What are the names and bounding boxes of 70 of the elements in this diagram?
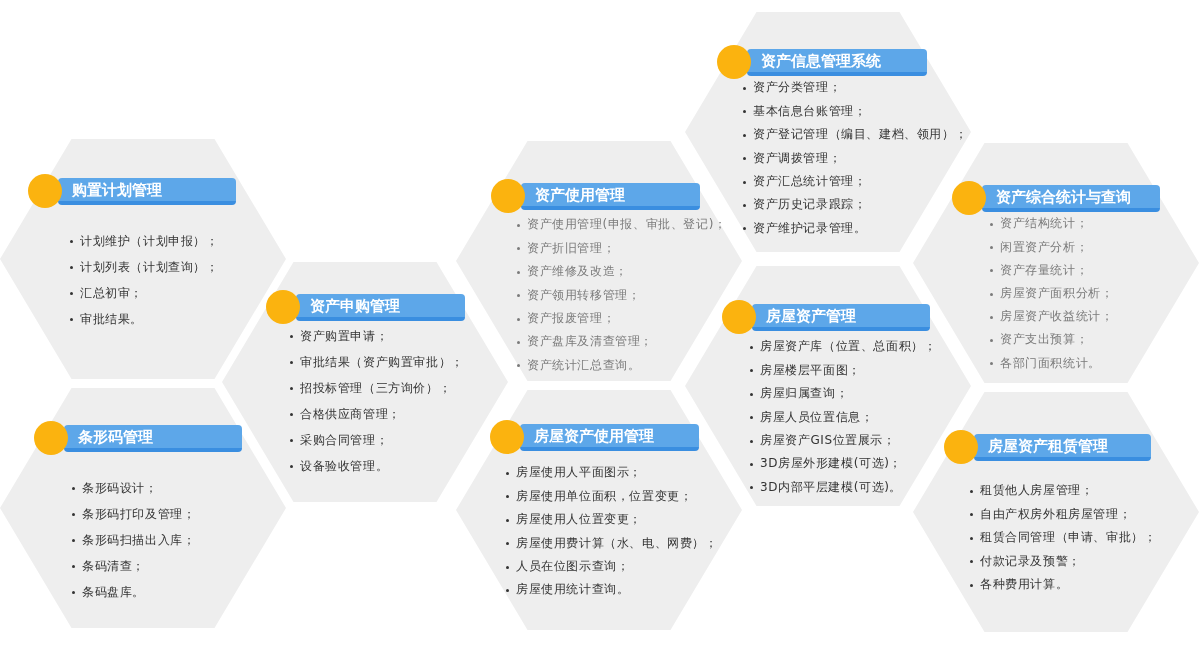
hexagon-panel: [0, 388, 286, 628]
list-item: 自由产权房外租房屋管理；: [968, 502, 1132, 527]
list-item: 资产使用管理(申报、审批、登记)；: [515, 213, 727, 237]
list-item: 房屋使用人位置变更；: [504, 508, 642, 532]
list-item: 房屋使用费计算（水、电、网费）；: [504, 531, 718, 555]
list-item: 房屋使用统计查询。: [504, 578, 630, 602]
list-item: 各部门面积统计。: [988, 351, 1101, 375]
list-item: 房屋使用人平面图示；: [504, 461, 642, 485]
list-item: 各种费用计算。: [968, 572, 1069, 597]
list-item: 基本信息台账管理；: [741, 99, 867, 124]
hexagon-panel: [0, 139, 286, 379]
list-item: 付款记录及预警；: [968, 549, 1081, 573]
title-banner: 房屋资产租赁管理: [974, 434, 1151, 461]
list-item: 条形码设计；: [70, 475, 158, 501]
title-banner: 资产信息管理系统: [747, 49, 927, 76]
list-item: 计划列表（计划查询）；: [68, 254, 219, 280]
list-item: 条码盘库。: [70, 579, 145, 605]
hexagon-panel: [222, 262, 508, 502]
list-item: 资产维护记录管理。: [741, 216, 867, 241]
list-item: 资产折旧管理；: [515, 236, 616, 261]
list-item: 资产登记管理（编目、建档、领用）；: [741, 123, 968, 147]
list-item: 资产结构统计；: [988, 212, 1089, 236]
hexagon-panel: [913, 392, 1199, 632]
list-item: 房屋人员位置信息；: [748, 405, 874, 429]
title-banner: 条形码管理: [64, 425, 242, 452]
list-item: 资产历史记录跟踪；: [741, 193, 867, 217]
list-item: 资产调拨管理；: [741, 146, 842, 170]
list-item: 设备验收管理。: [288, 453, 389, 479]
list-item: 资产购置申请；: [288, 323, 389, 349]
hexagon-panel: [456, 390, 742, 630]
list-item: 资产领用转移管理；: [515, 283, 641, 307]
hexagon-panel: [685, 12, 971, 252]
list-item: 资产支出预算；: [988, 328, 1089, 352]
title-banner: 购置计划管理: [58, 178, 236, 205]
title-banner: 资产使用管理: [521, 183, 700, 210]
list-item: 租赁合同管理（申请、审批）；: [968, 526, 1157, 550]
list-item: 资产统计汇总查询。: [515, 353, 641, 378]
list-item: 资产汇总统计管理；: [741, 169, 867, 194]
list-item: 资产盘库及清查管理；: [515, 330, 653, 354]
list-item: 审批结果（资产购置审批）；: [288, 349, 464, 375]
list-item: 审批结果。: [68, 306, 143, 332]
list-item: 资产存量统计；: [988, 258, 1089, 282]
title-banner: 房屋资产管理: [752, 304, 930, 331]
list-item: 合格供应商管理；: [288, 401, 401, 427]
list-item: 条码清查；: [70, 553, 145, 579]
list-item: 房屋楼层平面图；: [748, 358, 861, 383]
list-item: 计划维护（计划申报）；: [68, 228, 219, 254]
list-item: 3D内部平层建模(可选)。: [748, 475, 903, 500]
list-item: 采购合同管理；: [288, 427, 389, 453]
list-item: 条形码打印及管理；: [70, 501, 196, 527]
list-item: 3D房屋外形建模(可选)；: [748, 452, 903, 476]
list-item: 人员在位图示查询；: [504, 554, 630, 579]
list-item: 闲置资产分析；: [988, 235, 1089, 259]
title-banner: 资产申购管理: [296, 294, 465, 321]
list-item: 房屋资产面积分析；: [988, 282, 1114, 306]
list-item: 房屋归属查询；: [748, 382, 849, 406]
list-item: 资产分类管理；: [741, 76, 842, 100]
list-item: 资产报废管理；: [515, 306, 616, 331]
list-item: 招投标管理（三方询价）；: [288, 375, 452, 401]
title-banner: 资产综合统计与查询: [982, 185, 1160, 212]
list-item: 资产维修及改造；: [515, 260, 628, 284]
list-item: 房屋资产GIS位置展示；: [748, 428, 896, 453]
list-item: 房屋资产收益统计；: [988, 305, 1114, 329]
list-item: 条形码扫描出入库；: [70, 527, 196, 553]
hexagon-panel: [456, 141, 742, 381]
title-banner: 房屋资产使用管理: [520, 424, 699, 451]
list-item: 房屋资产库（位置、总面积）；: [748, 335, 937, 359]
list-item: 房屋使用单位面积，位置变更；: [504, 484, 693, 509]
list-item: 租赁他人房屋管理；: [968, 479, 1094, 503]
list-item: 汇总初审；: [68, 280, 143, 306]
